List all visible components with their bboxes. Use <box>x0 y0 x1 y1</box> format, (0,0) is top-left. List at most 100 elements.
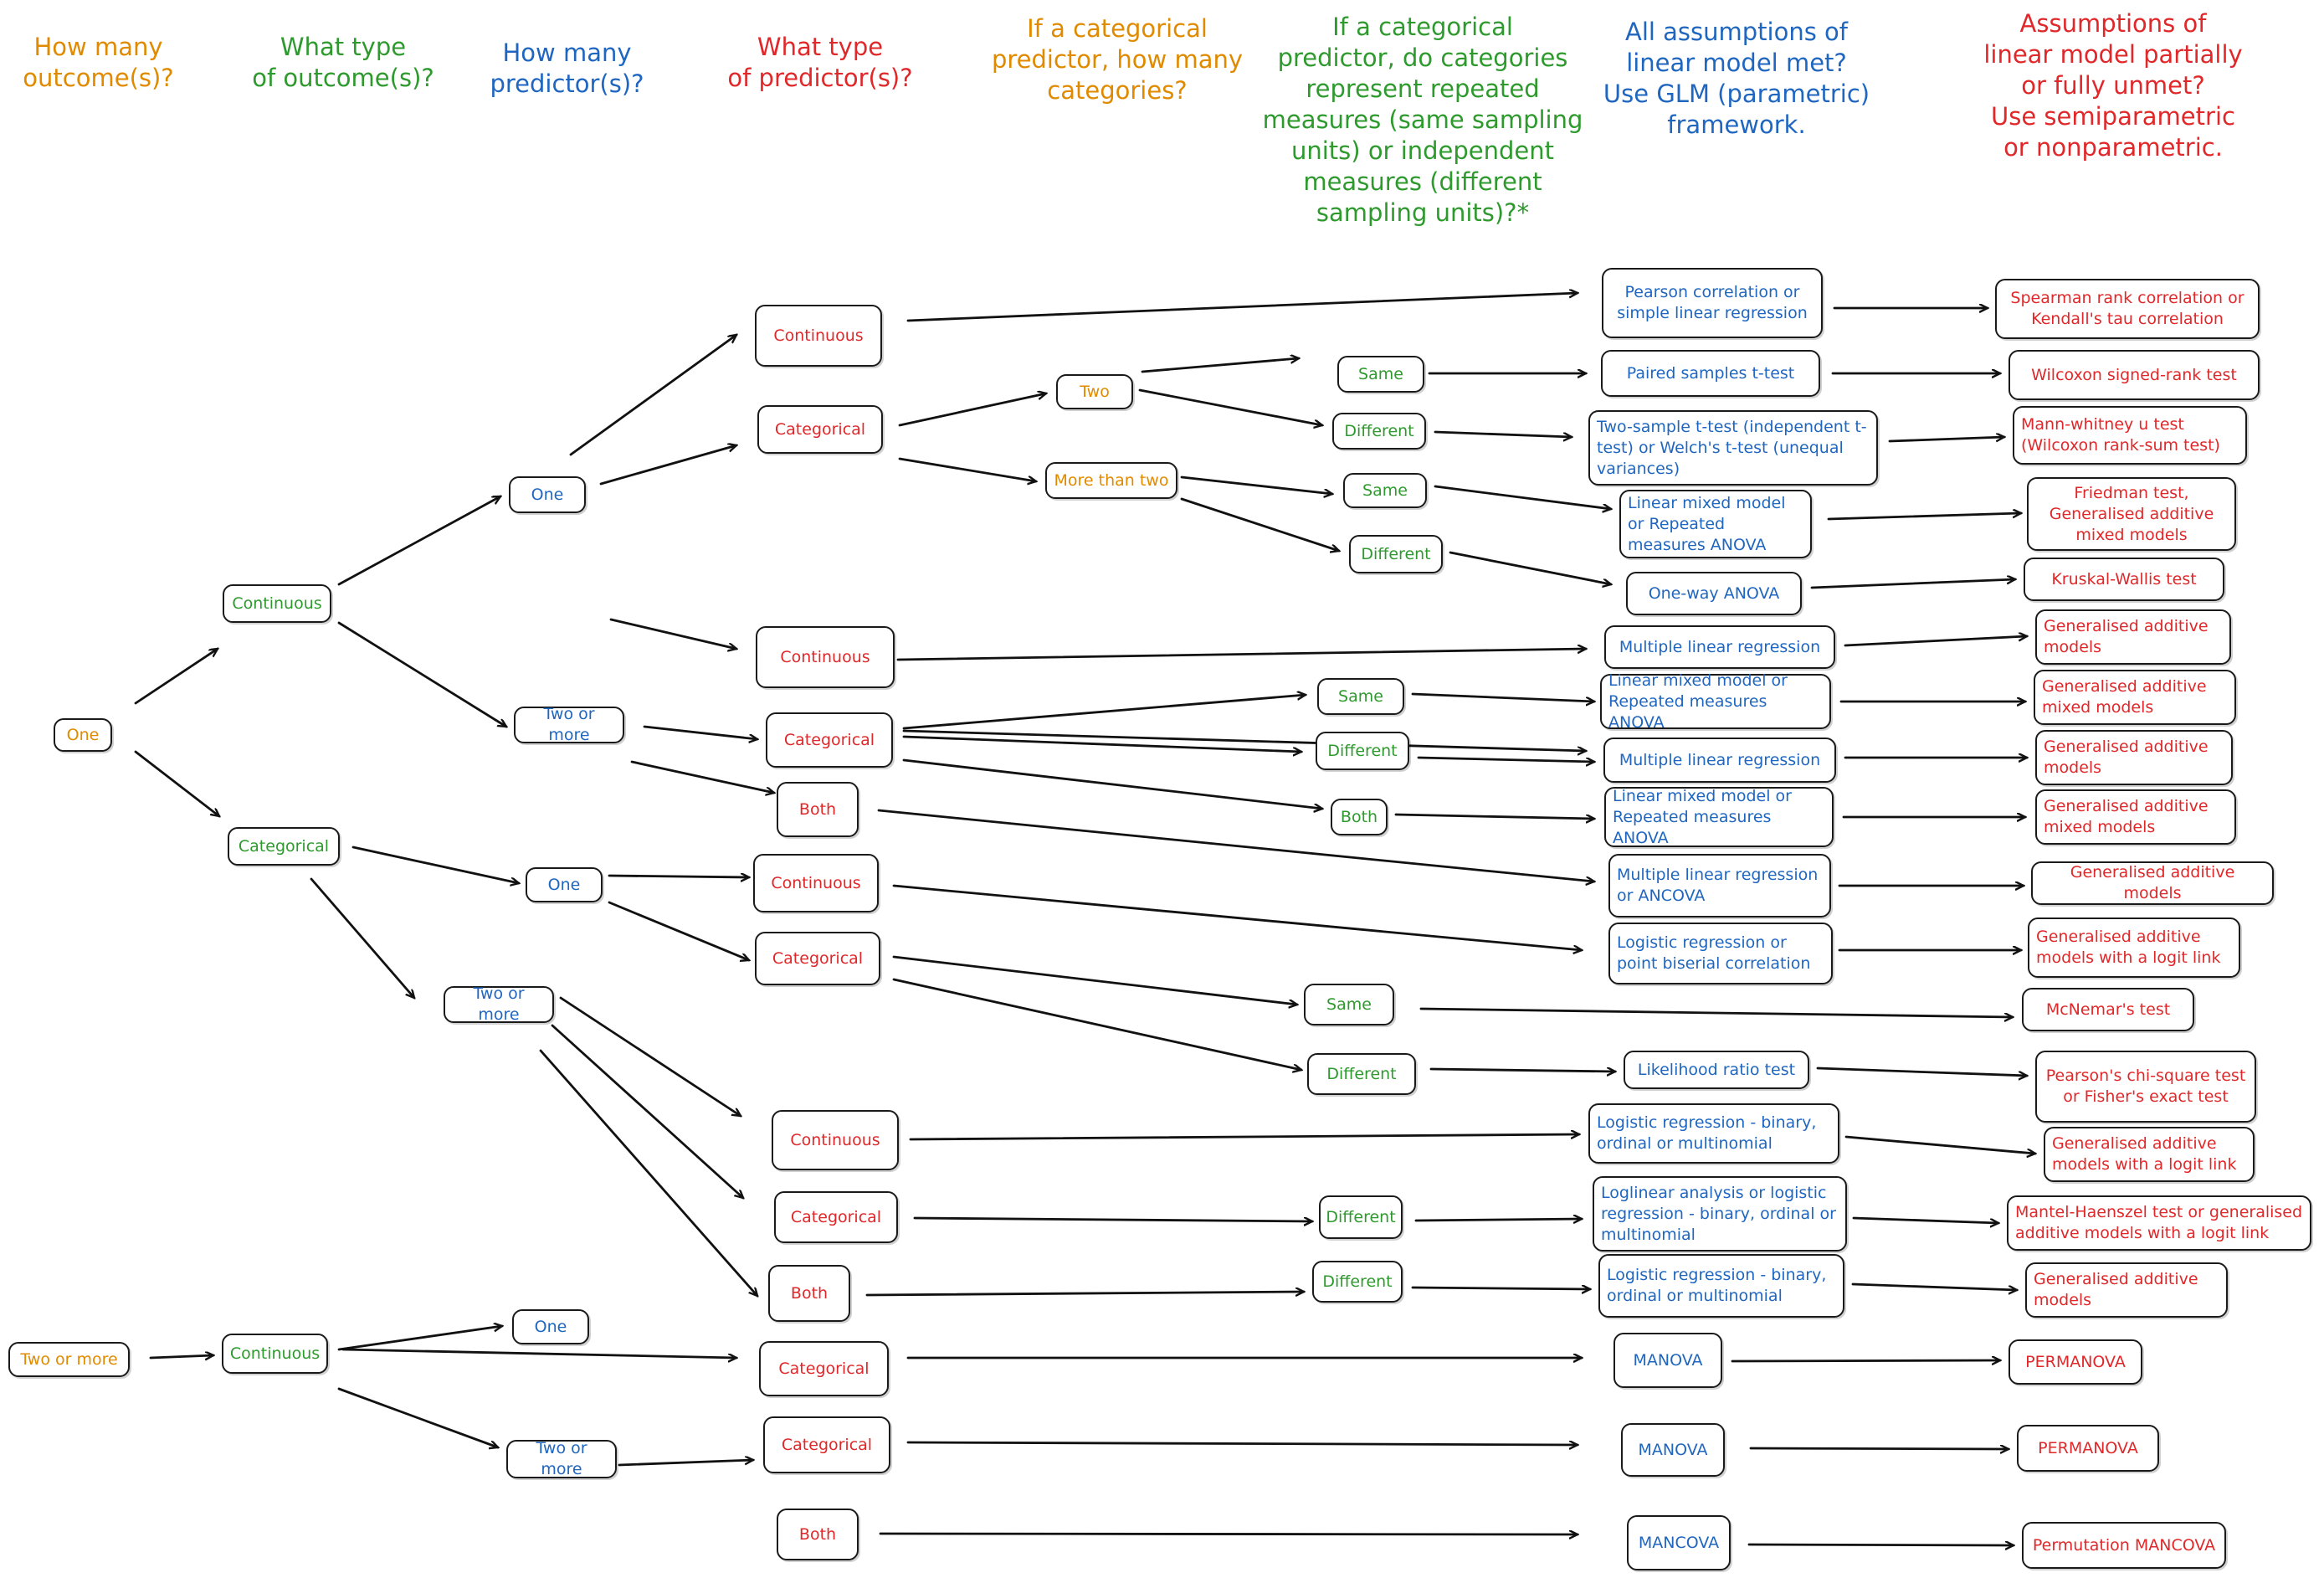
arrow-connector <box>902 735 1301 752</box>
header-semiparametric-nonparametric: Assumptions of linear model partially or… <box>1983 9 2243 162</box>
arrow-connector <box>913 1216 1312 1221</box>
arrow-connector <box>643 725 757 739</box>
header-type-of-predictors: What type of predictor(s)? <box>727 33 913 92</box>
node-outcome-continuous-multi: Continuous <box>222 1334 328 1374</box>
arrow-connector <box>1429 1069 1615 1072</box>
arrow-connector <box>1180 497 1339 551</box>
arrow-connector <box>902 695 1306 730</box>
node-outcome-continuous: Continuous <box>223 584 331 623</box>
arrow-connector <box>1852 1216 1998 1223</box>
test-pearson-chi-square-or-fisher-exact: Pearson's chi-square test or Fisher's ex… <box>2035 1051 2256 1123</box>
arrow-connector <box>351 846 519 883</box>
node-predictor-both: Both <box>777 1509 859 1560</box>
arrow-connector <box>1434 485 1611 509</box>
node-predictor-categorical: Categorical <box>766 712 893 768</box>
header-number-of-predictors: How many predictor(s)? <box>490 39 644 98</box>
test-permanova: PERMANOVA <box>2017 1425 2159 1472</box>
test-linear-mixed-model-or-rm-anova: Linear mixed model or Repeated measures … <box>1619 490 1812 558</box>
arrow-connector <box>337 1387 498 1447</box>
arrow-connector <box>551 1024 743 1198</box>
arrow-connector <box>877 809 1594 882</box>
test-spearman-or-kendall-correlation: Spearman rank correlation or Kendall's t… <box>1995 279 2260 339</box>
node-measures-same: Same <box>1317 678 1404 715</box>
arrow-connector <box>539 1049 757 1296</box>
node-predictors-one: One <box>512 1309 589 1344</box>
arrow-connector <box>1434 430 1572 437</box>
header-type-of-outcomes: What type of outcome(s)? <box>252 33 434 92</box>
node-predictors-one: One <box>526 867 603 902</box>
test-loglinear-analysis-or-logistic-regression: Loglinear analysis or logistic regressio… <box>1593 1176 1847 1252</box>
test-multiple-linear-regression: Multiple linear regression <box>1603 738 1836 783</box>
test-mann-whitney-u: Mann-whitney u test (Wilcoxon rank-sum t… <box>2013 406 2247 465</box>
arrow-connector <box>1417 756 1594 762</box>
node-predictors-two-or-more: Two or more <box>514 705 624 744</box>
node-measures-both: Both <box>1331 799 1388 835</box>
node-predictor-continuous: Continuous <box>755 305 882 367</box>
node-measures-different: Different <box>1319 1195 1403 1239</box>
arrow-connector <box>906 293 1578 322</box>
arrow-connector <box>1138 388 1322 425</box>
test-mancova: MANCOVA <box>1627 1515 1731 1570</box>
node-measures-different: Different <box>1316 732 1409 770</box>
header-number-of-outcomes: How many outcome(s)? <box>23 33 174 92</box>
arrow-connector <box>892 884 1582 950</box>
arrow-connector <box>337 621 506 727</box>
arrow-connector <box>1844 1135 2035 1154</box>
node-categories-two: Two <box>1056 374 1133 409</box>
test-pearson-correlation-or-simple-linear-regression: Pearson correlation or simple linear reg… <box>1602 268 1823 338</box>
arrow-connector <box>1180 475 1332 494</box>
node-predictors-two-or-more: Two or more <box>444 984 554 1024</box>
test-permanova: PERMANOVA <box>2008 1339 2142 1385</box>
arrow-connector <box>149 1355 213 1358</box>
test-logistic-regression-binary-ordinal-multinomial: Logistic regression - binary, ordinal or… <box>1598 1254 1844 1318</box>
arrow-connector <box>1810 579 2015 589</box>
node-predictor-categorical: Categorical <box>759 1341 889 1396</box>
arrow-connector <box>898 393 1046 427</box>
test-permutation-mancova: Permutation MANCOVA <box>2022 1522 2226 1569</box>
test-gam-with-logit-link: Generalised additive models with a logit… <box>2044 1127 2255 1182</box>
arrow-connector <box>898 457 1036 481</box>
test-friedman-or-gamm: Friedman test, Generalised additive mixe… <box>2027 477 2236 551</box>
node-measures-different: Different <box>1307 1053 1416 1095</box>
test-generalised-additive-mixed-models: Generalised additive mixed models <box>2035 789 2236 845</box>
test-generalised-additive-models: Generalised additive models <box>2035 609 2231 665</box>
node-measures-same: Same <box>1337 356 1424 393</box>
node-predictor-continuous: Continuous <box>753 854 879 912</box>
node-measures-same: Same <box>1343 473 1427 508</box>
test-kruskal-wallis: Kruskal-Wallis test <box>2024 558 2224 601</box>
node-measures-same: Same <box>1304 984 1394 1025</box>
node-measures-different: Different <box>1332 413 1426 450</box>
arrow-connector <box>569 335 736 456</box>
arrow-connector <box>599 445 736 486</box>
node-predictor-both: Both <box>768 1265 850 1322</box>
arrow-connector <box>1749 1448 2008 1449</box>
arrow-connector <box>1844 636 2027 647</box>
node-predictor-categorical: Categorical <box>774 1191 898 1243</box>
arrow-connector <box>1827 513 2021 521</box>
test-paired-samples-t-test: Paired samples t-test <box>1601 350 1820 397</box>
arrow-connector <box>134 750 219 816</box>
arrow-connector <box>310 877 414 998</box>
arrow-connector <box>134 649 218 705</box>
test-mantel-haenszel-or-gam-logit: Mantel-Haenszel test or generalised addi… <box>2007 1195 2311 1251</box>
test-generalised-additive-models: Generalised additive models <box>2031 861 2274 905</box>
arrow-connector <box>902 729 1586 751</box>
arrow-connector <box>609 618 736 649</box>
test-linear-mixed-model-or-rm-anova: Linear mixed model or Repeated measures … <box>1604 787 1834 847</box>
node-predictor-categorical: Categorical <box>763 1416 890 1473</box>
arrow-connector <box>1141 358 1299 373</box>
arrow-connector <box>1816 1067 2027 1076</box>
test-multiple-linear-regression: Multiple linear regression <box>1604 625 1835 669</box>
arrow-connector <box>1394 813 1594 819</box>
test-two-sample-t-test: Two-sample t-test (independent t-test) o… <box>1588 410 1878 486</box>
arrow-connector <box>1411 1288 1590 1289</box>
node-predictors-two-or-more: Two or more <box>506 1439 617 1478</box>
test-mcnemar: McNemar's test <box>2022 988 2194 1031</box>
test-manova: MANOVA <box>1613 1333 1722 1388</box>
arrow-connector <box>1731 1360 2000 1361</box>
arrow-connector <box>906 1442 1578 1445</box>
node-outcome-categorical: Categorical <box>228 827 340 866</box>
arrow-connector <box>337 1326 502 1351</box>
node-predictors-one: One <box>509 476 586 513</box>
